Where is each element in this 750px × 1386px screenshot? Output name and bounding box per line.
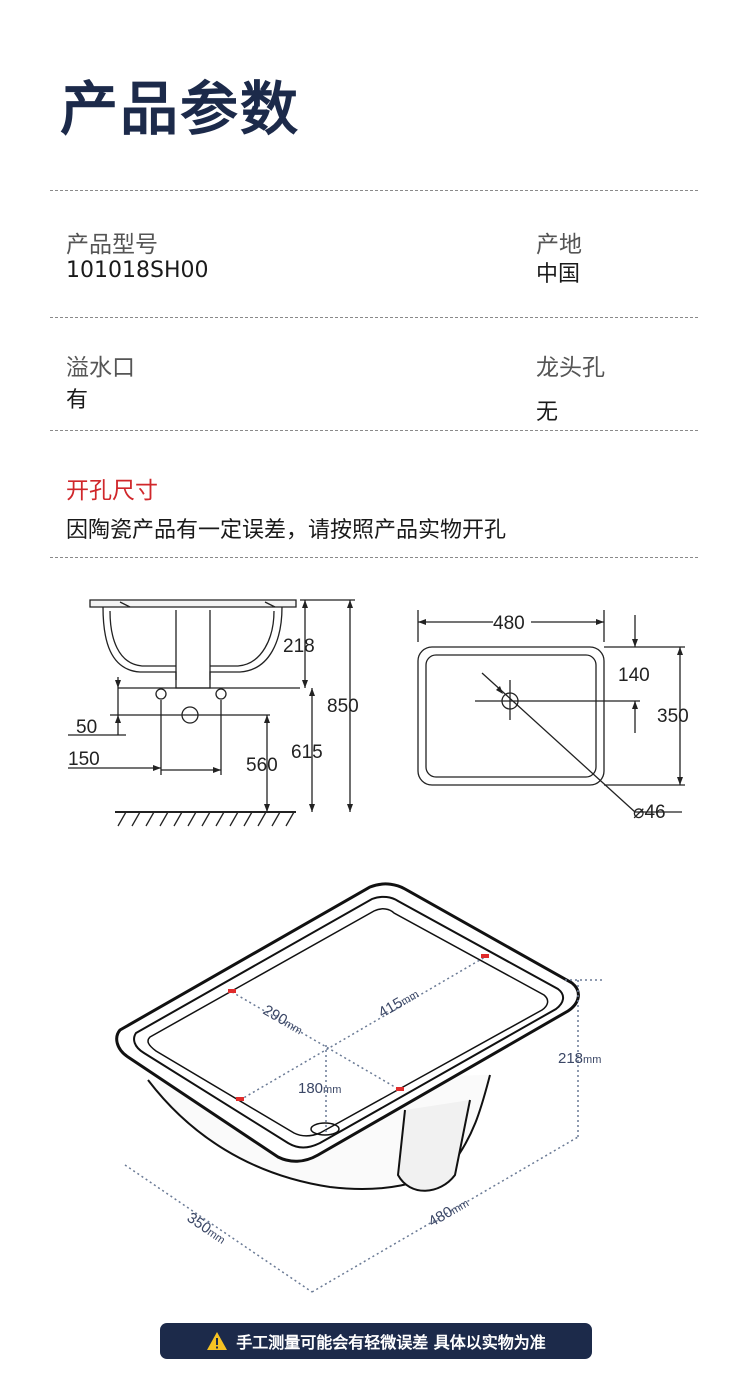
dim-140: 140 bbox=[618, 665, 650, 686]
dim-350: 350 bbox=[657, 706, 689, 727]
dim-150: 150 bbox=[68, 749, 100, 770]
side-arrows bbox=[115, 600, 353, 812]
disclaimer-banner: 手工测量可能会有轻微误差 具体以实物为准 bbox=[160, 1323, 592, 1359]
page-title: 产品参数 bbox=[60, 75, 301, 143]
technical-drawings: 218 850 50 150 560 615 480 140 350 ⌀46 bbox=[68, 599, 689, 827]
cutout-heading: 开孔尺寸 bbox=[66, 478, 158, 504]
dim-615: 615 bbox=[291, 742, 323, 763]
iso-dim-480: 480mm bbox=[426, 1194, 472, 1230]
iso-dim-180: 180mm bbox=[298, 1080, 341, 1097]
spec-label-model: 产品型号 bbox=[66, 232, 158, 258]
spec-value-overflow: 有 bbox=[66, 388, 89, 413]
divider bbox=[50, 430, 698, 431]
dim-850: 850 bbox=[327, 696, 359, 717]
iso-dim-350: 350mm bbox=[184, 1209, 229, 1247]
spec-value-model: 101018SH00 bbox=[66, 258, 209, 283]
spec-label-origin: 产地 bbox=[536, 232, 582, 258]
basin-isometric bbox=[115, 882, 580, 1192]
iso-dim-218: 218mm bbox=[558, 1050, 601, 1067]
spec-value-faucet-hole: 无 bbox=[536, 400, 559, 425]
warning-triangle-icon bbox=[207, 1332, 228, 1350]
side-view-drawing bbox=[68, 599, 355, 827]
spec-label-overflow: 溢水口 bbox=[66, 355, 135, 381]
dim-lines bbox=[124, 956, 602, 1293]
divider bbox=[50, 190, 698, 191]
spec-label-faucet-hole: 龙头孔 bbox=[536, 355, 605, 381]
dim-560: 560 bbox=[246, 755, 278, 776]
divider bbox=[50, 317, 698, 318]
isometric-drawing: 290mm 415mm 180mm 218mm 350mm 480mm bbox=[115, 882, 602, 1293]
measure-marks bbox=[228, 954, 489, 1101]
disclaimer-text: 手工测量可能会有轻微误差 具体以实物为准 bbox=[236, 1333, 546, 1352]
dim-hole-46: ⌀46 bbox=[633, 802, 666, 823]
dim-218: 218 bbox=[283, 636, 315, 657]
dim-50: 50 bbox=[76, 717, 97, 738]
top-view-drawing bbox=[417, 610, 685, 813]
spec-value-origin: 中国 bbox=[536, 262, 581, 287]
cutout-note: 因陶瓷产品有一定误差，请按照产品实物开孔 bbox=[66, 518, 507, 543]
divider bbox=[50, 557, 698, 558]
top-arrows bbox=[418, 619, 683, 785]
dim-480: 480 bbox=[493, 613, 525, 634]
